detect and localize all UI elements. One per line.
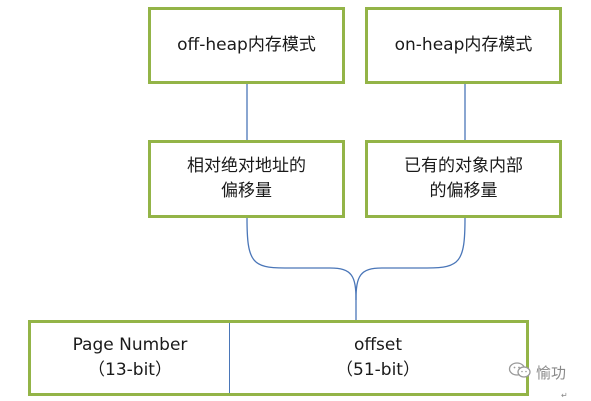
- offset-cell: offset （51-bit）: [229, 323, 526, 393]
- paragraph-mark: ↵: [561, 391, 568, 400]
- on-heap-offset-box: 已有的对象内部 的偏移量: [365, 140, 562, 218]
- brace-left: [246, 217, 357, 320]
- off-heap-mode-label: off-heap内存模式: [177, 35, 316, 55]
- watermark-text: 愉功: [536, 363, 567, 382]
- wechat-icon: [508, 361, 532, 383]
- off-heap-offset-line2: 偏移量: [221, 181, 272, 201]
- offset-bits: （51-bit）: [336, 360, 420, 380]
- on-heap-offset-line1: 已有的对象内部: [404, 156, 523, 176]
- off-heap-offset-line1: 相对绝对地址的: [187, 156, 306, 176]
- watermark: 愉功: [508, 361, 566, 383]
- page-number-label: Page Number: [72, 335, 188, 355]
- on-heap-offset-line2: 的偏移量: [429, 181, 498, 201]
- brace-right: [355, 217, 466, 301]
- page-number-bits: （13-bit）: [88, 360, 172, 380]
- address-layout-bar: Page Number （13-bit） offset （51-bit）: [28, 320, 529, 396]
- on-heap-mode-label: on-heap内存模式: [394, 35, 533, 55]
- page-number-cell: Page Number （13-bit）: [31, 323, 229, 393]
- on-heap-mode-box: on-heap内存模式: [365, 7, 562, 84]
- off-heap-offset-box: 相对绝对地址的 偏移量: [148, 140, 345, 218]
- off-heap-mode-box: off-heap内存模式: [148, 7, 345, 84]
- offset-label: offset: [353, 335, 403, 355]
